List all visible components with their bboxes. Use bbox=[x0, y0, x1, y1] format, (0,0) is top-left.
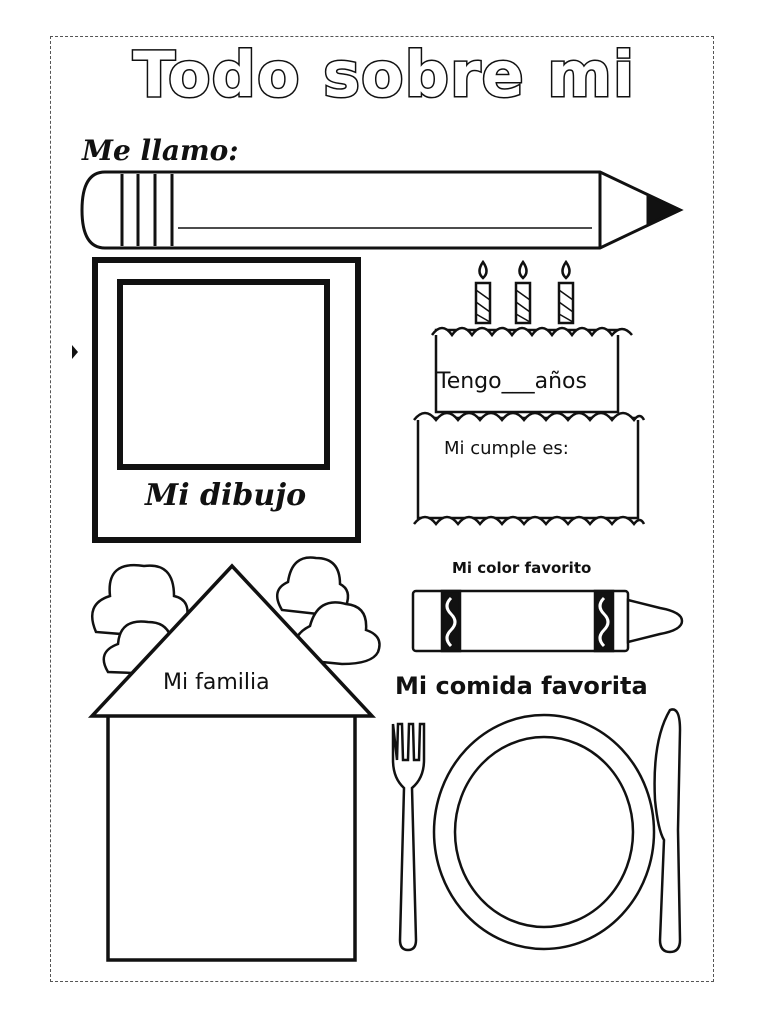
house-icon bbox=[87, 563, 377, 962]
birthday-label: Mi cumple es: bbox=[444, 438, 569, 459]
candle-icon bbox=[557, 259, 575, 325]
cloud-icon bbox=[294, 601, 381, 666]
favorite-food-label: Mi comida favorita bbox=[395, 672, 648, 700]
birthday-cake-icon bbox=[413, 259, 646, 527]
crayon-icon bbox=[411, 589, 684, 653]
age-label: Tengo___años bbox=[437, 369, 587, 394]
candle-icon bbox=[514, 259, 532, 325]
drawing-label: Mi dibujo bbox=[145, 478, 307, 513]
knife-icon bbox=[653, 708, 682, 954]
pencil-icon bbox=[80, 170, 684, 250]
fork-icon bbox=[391, 722, 426, 952]
photo-frame-icon bbox=[92, 257, 361, 543]
name-label: Me llamo: bbox=[82, 134, 239, 167]
family-label: Mi familia bbox=[163, 670, 270, 695]
plate-icon bbox=[432, 713, 656, 951]
favorite-color-label: Mi color favorito bbox=[452, 559, 592, 577]
worksheet-border bbox=[50, 36, 714, 982]
worksheet-title: Todo sobre mi bbox=[131, 38, 636, 111]
candle-icon bbox=[474, 259, 492, 325]
